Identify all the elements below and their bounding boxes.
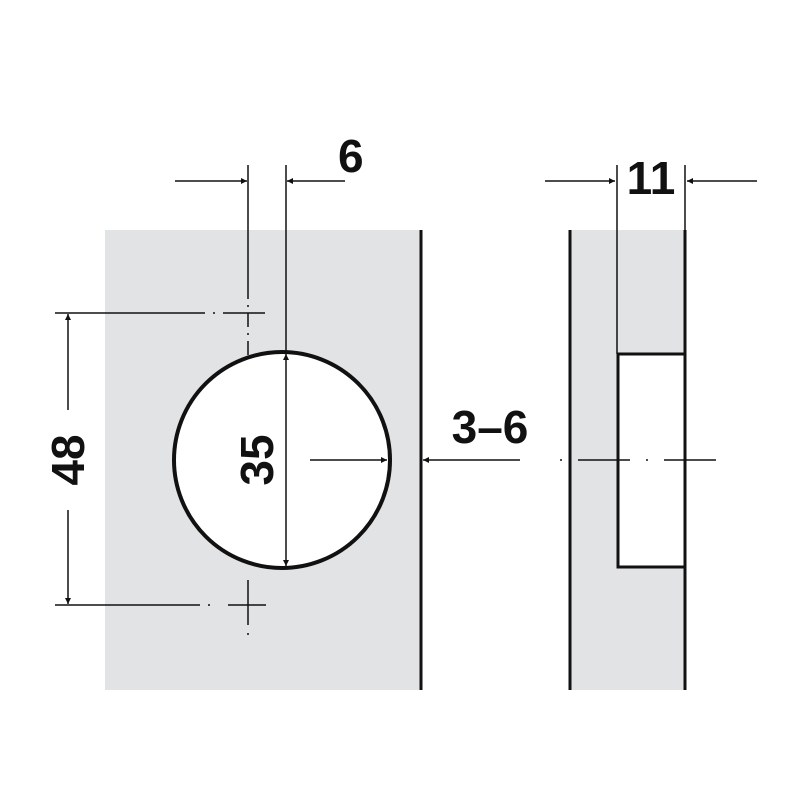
dimension-35: 35 — [231, 434, 283, 485]
side-view: 11 — [545, 152, 757, 690]
dimension-11: 11 — [627, 152, 676, 204]
cup-hole — [172, 350, 392, 570]
dimension-3-6: 3–6 — [452, 401, 529, 453]
front-view: 6 48 35 3–6 — [42, 130, 528, 690]
dimension-48: 48 — [42, 434, 94, 485]
dimension-6: 6 — [338, 130, 364, 182]
